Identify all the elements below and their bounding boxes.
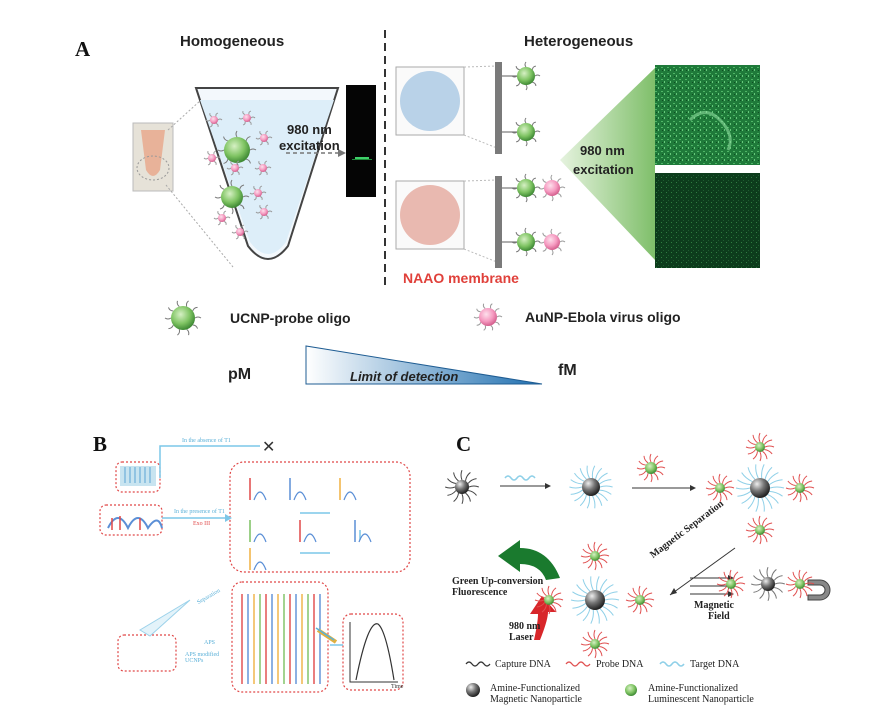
aunp-particle [203,150,221,166]
ucnp-particle [511,61,541,91]
c-green-fluor-line2: Fluorescence [452,587,508,598]
c-legend-magnetic-line2: Magnetic Nanoparticle [490,694,582,705]
b-hairpin [343,491,357,501]
aunp-particle [238,110,256,126]
aunp-particle [226,160,244,176]
aunp-particle [538,174,566,202]
ucnp-particle [217,130,257,170]
legend-aunp-icon [473,303,503,331]
excitation-right-line2: excitation [573,162,634,177]
b-label-absence: In the absence of T1 [182,438,231,444]
ucnp-particle [511,173,541,203]
aunp-particle [255,204,273,220]
c-legend-probe: Probe DNA [596,659,644,670]
c-luminescent-np [705,473,735,503]
b-hairpin [293,491,307,501]
c-luminescent-np [716,569,746,599]
c-luminescent-np [745,515,775,545]
c-luminescent-np [580,541,610,571]
c-magnetic-np [445,470,479,504]
c-magnetic-np-separated [570,576,620,624]
pm-label: pM [228,366,252,383]
heterogeneous-title: Heterogeneous [524,33,634,50]
panel-a-letter: A [75,37,91,61]
b-label-time: Time [391,684,404,690]
aunp-particle [254,160,272,176]
b-label-presence: In the presence of T1 [174,509,225,515]
aunp-particle [255,130,273,146]
b-label-exo: Exo III [193,521,211,527]
b-hairpin [358,533,372,543]
c-legend-luminescent-line2: Luminescent Nanoparticle [648,694,754,705]
c-luminescent-np [636,453,666,483]
aunp-particle [249,185,267,201]
c-magnetic-np-complex [735,464,785,512]
aunp-particle [205,112,223,128]
aunp-particle [213,210,231,226]
c-magnetic-field-line1: Magnetic [694,600,734,611]
excitation-right-line1: 980 nm [580,143,625,158]
ucnp-particle [214,179,250,215]
fm-label: fM [558,362,577,379]
b-hairpin [253,533,267,543]
c-magnetic-np-field [751,567,785,601]
b-hairpin [303,533,317,543]
c-legend-magnetic-line1: Amine-Functionalized [490,683,580,694]
c-magnetic-np-target [569,465,613,509]
b-hairpin [253,491,267,501]
c-magnetic-field-line2: Field [708,611,730,622]
c-luminescent-np [785,473,815,503]
naao-membrane-label: NAAO membrane [403,270,519,286]
b-label-aps-ucnp: APS modified UCNPs [185,652,220,664]
b-hairpin [253,561,267,571]
c-legend-capture: Capture DNA [495,659,551,670]
c-laser-line2: Laser [509,632,534,643]
lod-label: Limit of detection [350,369,459,384]
panel-b-letter: B [93,432,108,456]
legend-aunp-label: AuNP-Ebola virus oligo [525,309,681,325]
excitation-left-line1: 980 nm [287,122,332,137]
ucnp-particle [511,117,541,147]
legend-ucnp-icon [164,300,202,336]
c-luminescent-np [580,629,610,659]
c-luminescent-np [625,585,655,615]
aunp-particle [538,228,566,256]
c-luminescent-np [785,569,815,599]
c-luminescent-np [745,432,775,462]
c-legend-target: Target DNA [690,659,740,670]
c-legend-luminescent-line1: Amine-Functionalized [648,683,738,694]
ucnp-particle [511,227,541,257]
excitation-left-line2: excitation [279,138,340,153]
c-green-fluor-line1: Green Up-conversion [452,576,544,587]
b-label-aps: APS [204,640,216,646]
legend-ucnp-label: UCNP-probe oligo [230,310,351,326]
aunp-particle [231,224,249,240]
c-luminescent-np [534,585,564,615]
homogeneous-title: Homogeneous [180,33,285,50]
svg-text:✕: ✕ [262,439,275,456]
c-laser-line1: 980 nm [509,621,541,632]
panel-c-letter: C [456,432,472,456]
